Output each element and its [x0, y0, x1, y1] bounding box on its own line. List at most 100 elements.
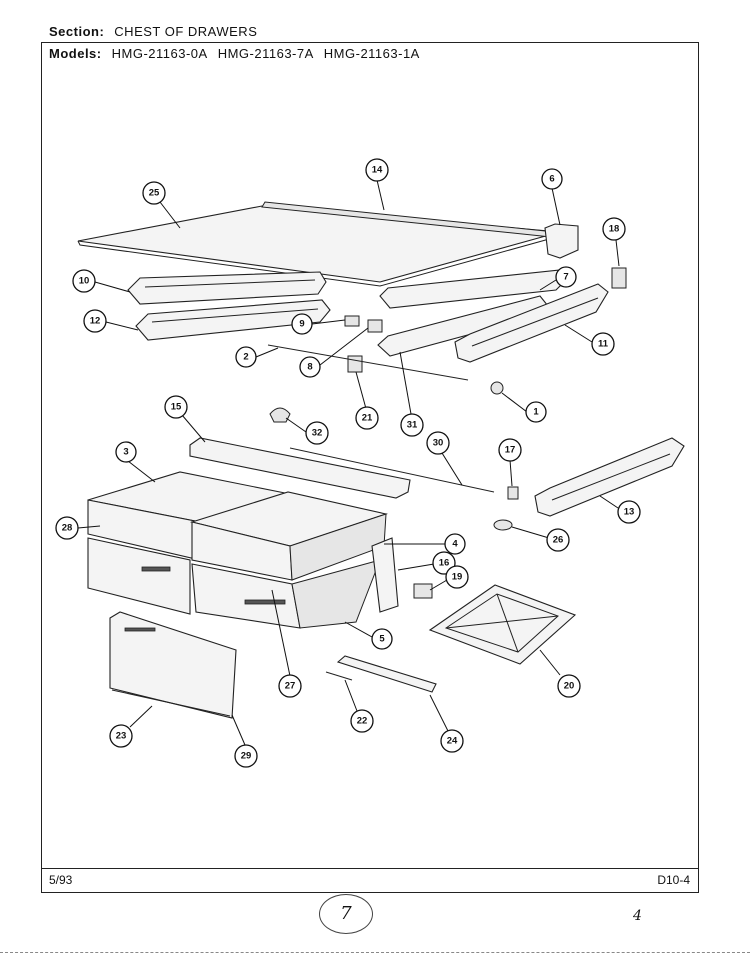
models-header: Models: HMG-21163-0A HMG-21163-7A HMG-21163… [49, 46, 430, 61]
svg-text:10: 10 [79, 276, 90, 287]
callout-13: 13 [617, 500, 641, 524]
callout-23: 23 [109, 724, 133, 748]
scan-edge-line [0, 952, 750, 953]
svg-text:5: 5 [379, 634, 385, 645]
svg-text:25: 25 [149, 188, 160, 199]
svg-text:27: 27 [285, 681, 296, 692]
callout-27: 27 [278, 674, 302, 698]
svg-text:13: 13 [624, 507, 635, 518]
svg-text:26: 26 [553, 535, 564, 546]
svg-text:1: 1 [533, 407, 539, 418]
part-knob-1 [490, 381, 504, 395]
footer-page-code: D10-4 [657, 873, 690, 887]
part-left-drawer [87, 471, 291, 615]
part-left-rail-upper [127, 271, 327, 305]
part-clip-26 [493, 519, 513, 531]
part-rod-30 [289, 447, 495, 493]
callout-17: 17 [498, 438, 522, 462]
part-rod-2 [267, 344, 469, 381]
callout-1: 1 [525, 401, 547, 423]
svg-text:17: 17 [505, 445, 516, 456]
svg-text:18: 18 [609, 224, 620, 235]
part-left-rail-lower [135, 299, 331, 341]
svg-text:4: 4 [452, 539, 458, 550]
diagram-frame [41, 42, 699, 893]
section-header: Section: CHEST OF DRAWERS [49, 24, 257, 39]
part-right-drawer [189, 491, 389, 629]
part-rear-panel [189, 437, 411, 499]
svg-text:2: 2 [243, 352, 248, 363]
callout-19: 19 [445, 565, 469, 589]
callout-32: 32 [305, 421, 329, 445]
callout-leaders [77, 179, 620, 746]
part-front-panel [109, 611, 237, 719]
part-bracket-21 [347, 355, 363, 373]
section-label: Section: [49, 24, 105, 39]
svg-text:16: 16 [439, 558, 450, 569]
part-drawer-frame [428, 584, 577, 665]
svg-text:28: 28 [62, 523, 73, 534]
svg-text:22: 22 [357, 716, 368, 727]
part-corner-bracket [544, 223, 579, 259]
callout-4: 4 [444, 533, 466, 555]
svg-text:3: 3 [123, 447, 128, 458]
part-right-lower-rail [534, 437, 685, 517]
models-label: Models: [49, 46, 102, 61]
svg-text:32: 32 [312, 428, 323, 439]
callout-21: 21 [355, 406, 379, 430]
svg-text:30: 30 [433, 438, 444, 449]
part-bracket-8 [367, 319, 383, 333]
footer-divider [41, 868, 699, 869]
model-number: HMG-21163-1A [323, 46, 420, 61]
footer-date: 5/93 [49, 873, 73, 887]
part-clip-17 [507, 486, 519, 500]
callout-18: 18 [602, 217, 626, 241]
model-number: HMG-21163-7A [217, 46, 314, 61]
part-handle-track [325, 655, 437, 693]
callout-12: 12 [83, 309, 107, 333]
svg-text:23: 23 [116, 731, 127, 742]
callout-10: 10 [72, 269, 96, 293]
model-number: HMG-21163-0A [111, 46, 208, 61]
part-clamp-32 [269, 407, 291, 423]
svg-text:6: 6 [549, 174, 554, 185]
callout-14: 14 [365, 158, 389, 182]
svg-text:12: 12 [90, 316, 101, 327]
callout-22: 22 [350, 709, 374, 733]
callout-29: 29 [234, 744, 258, 768]
svg-text:24: 24 [447, 736, 458, 747]
part-bracket-9 [344, 315, 360, 327]
svg-text:19: 19 [452, 572, 463, 583]
callout-20: 20 [557, 674, 581, 698]
callout-2: 2 [235, 346, 257, 368]
svg-text:11: 11 [598, 339, 609, 350]
callout-8: 8 [299, 356, 321, 378]
svg-text:29: 29 [241, 751, 252, 762]
callout-5: 5 [371, 628, 393, 650]
callout-26: 26 [546, 528, 570, 552]
svg-text:15: 15 [171, 402, 182, 413]
callout-3: 3 [115, 441, 137, 463]
callout-28: 28 [55, 516, 79, 540]
callout-11: 11 [591, 332, 615, 356]
svg-text:8: 8 [307, 362, 312, 373]
svg-text:31: 31 [407, 420, 418, 431]
handwritten-circled-number: 7 [319, 894, 373, 934]
callout-6: 6 [541, 168, 563, 190]
part-side-panel [371, 537, 399, 613]
callout-30: 30 [426, 431, 450, 455]
svg-text:7: 7 [563, 272, 568, 283]
handwritten-corner-mark: 4 [633, 908, 642, 924]
svg-text:9: 9 [299, 319, 304, 330]
callout-15: 15 [164, 395, 188, 419]
callout-9: 9 [291, 313, 313, 335]
section-value: CHEST OF DRAWERS [114, 24, 258, 39]
part-clip-18 [611, 267, 627, 289]
part-cap-19 [413, 583, 433, 599]
callout-31: 31 [400, 413, 424, 437]
part-right-rail [454, 283, 609, 363]
callout-24: 24 [440, 729, 464, 753]
svg-text:14: 14 [372, 165, 383, 176]
callout-7: 7 [555, 266, 577, 288]
